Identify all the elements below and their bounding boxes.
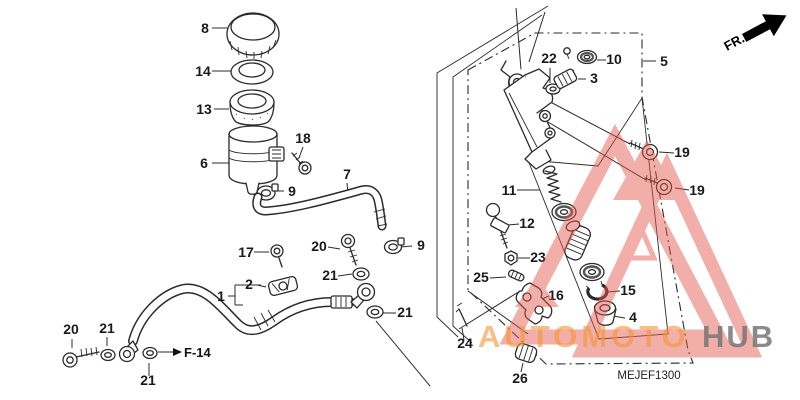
part-label-7-6: 7 <box>343 166 351 182</box>
part-label-1-12: 1 <box>217 288 225 304</box>
part-3-oil-joint <box>553 47 581 90</box>
watermark-text-automoto: AUTOMOTO <box>478 319 690 354</box>
part-piston-assembly <box>564 220 592 261</box>
part-label-16-27: 16 <box>548 287 564 303</box>
part-12-push-rod <box>485 202 510 249</box>
part-10-sealing-washer <box>576 49 598 65</box>
watermark-wordmark: AUTOMOTO HUB <box>478 319 775 354</box>
part-9-clamp-lower <box>383 237 405 255</box>
part-label-21-9: 21 <box>322 267 338 283</box>
part-label-13-2: 13 <box>196 101 212 117</box>
part-label-20-14: 20 <box>63 321 79 337</box>
watermark-logo <box>499 123 763 358</box>
part-label-9-5: 9 <box>288 183 296 199</box>
part-4-boot-cup <box>593 300 617 326</box>
part-label-11-23: 11 <box>502 182 517 198</box>
part-21-washer-mid-upper <box>352 267 370 281</box>
part-19-bolt-lower <box>644 174 673 196</box>
part-label-9-10: 9 <box>417 237 425 253</box>
part-label-12-24: 12 <box>519 215 535 231</box>
part-15-circlip <box>585 280 609 301</box>
part-18-screw <box>291 152 312 175</box>
part-13-diaphragm <box>229 89 275 126</box>
part-19-bolt-upper <box>629 139 659 161</box>
part-label-15-28: 15 <box>620 282 636 298</box>
part-label-19-21: 19 <box>674 144 690 160</box>
part-11-spring <box>542 165 562 203</box>
part-8-reservoir-cap <box>226 12 280 59</box>
part-21-washer-left-a <box>100 348 116 362</box>
part-20-banjo-bolt-left <box>62 346 100 368</box>
part-21-washer-left-b <box>142 346 158 360</box>
part-14-washer <box>230 59 274 85</box>
part-1-brake-hose <box>118 282 376 363</box>
part-label-24-30: 24 <box>457 335 473 351</box>
part-24-cotter-pin <box>455 302 468 327</box>
part-2-hose-clamp <box>267 276 299 296</box>
watermark-text-hub: HUB <box>702 319 775 354</box>
leader-lines <box>71 7 690 387</box>
part-label-3-19: 3 <box>590 70 598 86</box>
part-label-20-8: 20 <box>311 238 327 254</box>
part-seal-washer-upper <box>551 202 577 222</box>
part-label-17-7: 17 <box>238 244 254 260</box>
part-label-2-11: 2 <box>245 276 253 292</box>
part-label-8-0: 8 <box>201 20 209 36</box>
part-16-joint-clevis <box>515 282 553 325</box>
f14-reference-label[interactable]: F-14 <box>184 345 212 360</box>
part-label-10-18: 10 <box>606 51 622 67</box>
watermark-small-triangle <box>515 278 559 307</box>
part-label-18-4: 18 <box>295 130 311 146</box>
diagram-code: MEJEF1300 <box>617 370 680 382</box>
part-5-master-cylinder <box>500 60 556 170</box>
part-label-19-22: 19 <box>689 182 705 198</box>
part-20-banjo-bolt-mid <box>340 233 359 266</box>
part-23-nut <box>504 250 518 266</box>
watermark-small-triangle <box>613 140 681 200</box>
part-label-21-15: 21 <box>99 320 115 336</box>
part-21-washer-mid-lower <box>366 305 384 319</box>
part-7-reservoir-hose <box>252 185 388 231</box>
part-label-23-25: 23 <box>530 249 546 265</box>
part-label-4-29: 4 <box>629 309 637 325</box>
front-direction-marker: FR. <box>721 14 787 54</box>
part-label-14-1: 14 <box>195 63 211 79</box>
part-17-bolt <box>270 244 284 268</box>
part-label-25-26: 25 <box>473 269 489 285</box>
part-label-22-17: 22 <box>541 50 557 66</box>
part-label-6-3: 6 <box>200 155 208 171</box>
part-label-21-13: 21 <box>397 304 413 320</box>
part-25-pin <box>507 269 525 282</box>
part-26-boot <box>514 342 538 364</box>
part-6-reservoir <box>228 125 285 195</box>
part-label-5-20: 5 <box>660 53 668 69</box>
part-label-26-31: 26 <box>512 370 528 386</box>
part-label-21-16: 21 <box>140 372 156 388</box>
f14-reference[interactable]: F-14 <box>158 345 212 360</box>
part-seal-washer-lower <box>579 262 605 282</box>
group-borders <box>436 5 694 365</box>
